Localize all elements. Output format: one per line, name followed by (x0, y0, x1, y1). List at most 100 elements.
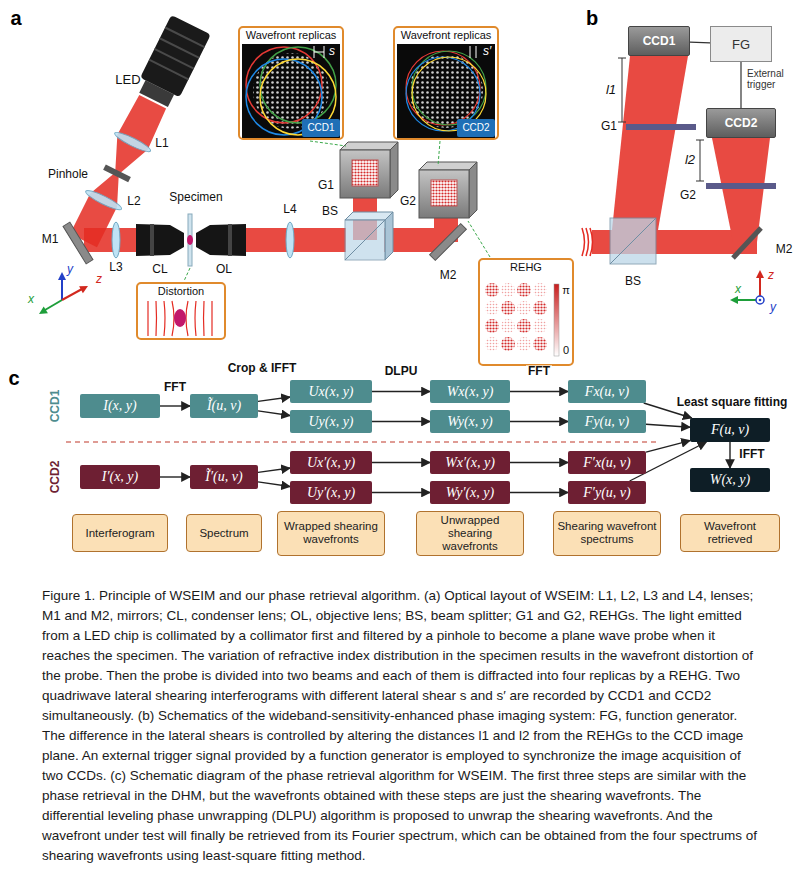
signal-box: Ĩ(u, v) (190, 394, 258, 418)
grating-g2 (706, 183, 776, 189)
axis-label: x (735, 283, 741, 296)
distortion-image (211, 301, 212, 336)
grating-camera-g1 (352, 160, 378, 186)
signal-box: Wx(x, y) (430, 380, 510, 403)
distortion-image (155, 301, 157, 336)
flow-arrow (510, 492, 568, 493)
signal-box: Ux(x, y) (290, 380, 372, 403)
flow-arrow (258, 482, 290, 487)
signal-box: Uy(x, y) (290, 410, 372, 433)
leader-line (184, 141, 490, 281)
replica-image-2 (476, 46, 477, 58)
wavefront-arcs (586, 228, 589, 256)
condenser-lens (136, 224, 184, 256)
panel-letter: a (10, 7, 21, 29)
replica-image-1 (260, 59, 336, 135)
led-source (139, 80, 174, 107)
operation-label: IFFT (737, 448, 766, 461)
replica-image-1 (242, 44, 340, 138)
axes-b (759, 299, 762, 302)
grating-pattern (482, 279, 559, 363)
node-text: Fy(u, v) (585, 414, 629, 430)
led-source (84, 188, 123, 213)
flow-arrow (510, 421, 568, 422)
led-source (149, 60, 188, 80)
operation-label: Least square fitting (675, 396, 790, 409)
panel-letter: b (586, 7, 598, 29)
replica-image-1 (314, 52, 324, 53)
node-text: Unwrapped shearing wavefronts (417, 514, 523, 553)
node-text: Wrapped shearing wavefronts (278, 520, 384, 546)
grating-pattern (533, 337, 547, 351)
replica-image-2 (397, 44, 495, 138)
flow-arrow (646, 424, 690, 427)
grating-pattern (533, 283, 547, 297)
objective-lens (228, 224, 232, 256)
generator-box: FG (710, 26, 772, 62)
beam-splitter-b (610, 218, 656, 264)
row-label: CCD1 (49, 390, 62, 423)
node-text: Wx(x, y) (447, 384, 494, 400)
operation-label: DLPU (383, 365, 420, 378)
divider-line (66, 441, 660, 442)
camera-box: CCD1 (628, 26, 690, 56)
axes-b (756, 296, 764, 304)
grating-pattern (554, 284, 559, 356)
node-text: CCD2 (462, 122, 489, 134)
dimension-label: l1 (606, 83, 616, 97)
row-label: CCD2 (49, 461, 62, 494)
axis-label: z (96, 273, 102, 286)
step-label-box: Unwrapped shearing wavefronts (416, 511, 524, 556)
node-text: Wy′(x, y) (446, 485, 494, 501)
objective-lens (196, 224, 246, 256)
part-label: OL (216, 263, 232, 276)
signal-box: I′(x, y) (80, 465, 160, 489)
dimension-l1 (618, 58, 626, 59)
beam-splitter-b (610, 218, 656, 264)
node-text: Ux′(x, y) (307, 455, 355, 471)
signal-box: F(u, v) (690, 418, 770, 442)
flow-arrow (372, 391, 430, 392)
dimension-l2 (696, 140, 704, 141)
lens-l4 (286, 222, 294, 258)
distortion-image (147, 301, 148, 336)
node-text: Uy(x, y) (308, 414, 353, 430)
axes-b (756, 270, 764, 278)
leader-line (184, 268, 190, 281)
wavefront-arcs (590, 228, 593, 256)
replica-image-2 (397, 44, 495, 138)
grating-pattern (517, 283, 531, 297)
signal-box: Fx(u, v) (568, 380, 646, 403)
axes-b (759, 276, 761, 296)
signal-box: Fy(u, v) (568, 410, 646, 433)
signal-box: Wx′(x, y) (430, 451, 510, 474)
grating-pattern (501, 319, 515, 333)
flow-arrow (160, 405, 190, 406)
distortion-image (172, 301, 174, 336)
dimension-l1 (622, 58, 623, 122)
led-source (103, 164, 131, 182)
grating-pattern (485, 283, 499, 297)
part-label: L3 (109, 261, 122, 274)
node-text: Wavefront replicas (398, 29, 495, 42)
signal-box: Wy(x, y) (430, 410, 510, 433)
leader-line (310, 141, 346, 146)
grating-camera-g1 (390, 142, 398, 198)
node-text: F(u, v) (711, 422, 749, 438)
grating-pattern (482, 279, 548, 363)
flow-arrow (372, 421, 430, 422)
signal-label: External trigger (747, 68, 799, 90)
node-text: Fx(u, v) (585, 384, 629, 400)
distortion-image (174, 309, 186, 327)
lens-l3 (112, 222, 120, 258)
mirror-m2 (430, 224, 467, 261)
flow-arrow (258, 411, 290, 416)
mirror-m2-b (733, 228, 761, 258)
flow-arrow (160, 476, 190, 477)
step-label-box: Spectrum (186, 514, 262, 552)
node-text: Shearing wavefront spectrums (554, 520, 660, 546)
signal-box: F′y(u, v) (568, 481, 646, 504)
node-text: Uy′(x, y) (307, 485, 355, 501)
beam-splitter (345, 212, 393, 260)
node-text: Wavefront replicas (243, 29, 340, 42)
